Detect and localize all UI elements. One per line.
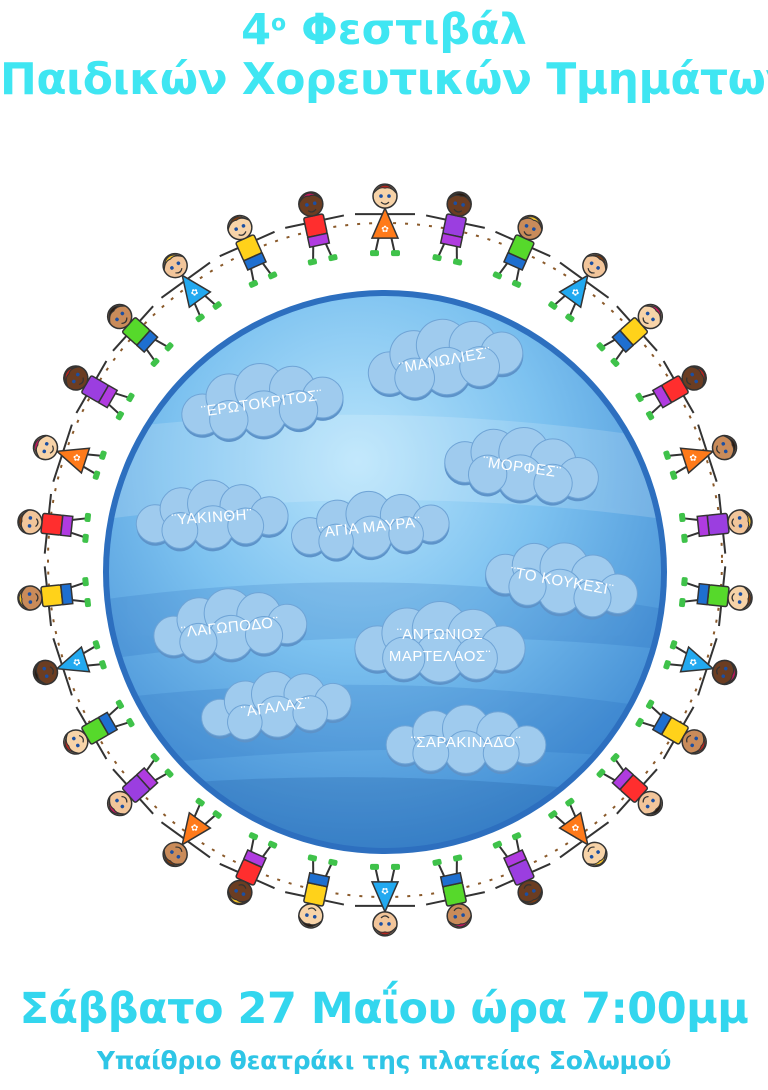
festival-word: Φεστιβάλ xyxy=(301,5,527,55)
child-figure xyxy=(635,699,707,760)
child-figure xyxy=(219,214,278,288)
child-figure xyxy=(284,191,345,266)
group-cloud-yakinthi: ¨ΥΑΚΙΝΘΗ¨ xyxy=(135,479,289,552)
child-figure: ✿ xyxy=(160,252,222,323)
child-figure xyxy=(425,191,486,266)
child-figure xyxy=(63,360,135,421)
child-figure: ✿ xyxy=(355,863,415,937)
child-figure xyxy=(492,214,551,288)
child-figure xyxy=(596,303,664,367)
child-figure xyxy=(596,753,664,817)
group-cloud-lagopodo: ¨ΛΑΓΩΠΟΔΟ¨ xyxy=(153,588,308,664)
child-figure xyxy=(219,832,278,906)
festival-title-line2: Παιδικών Χορευτικών Τμημάτων xyxy=(0,54,768,105)
child-figure xyxy=(678,566,753,627)
child-figure xyxy=(492,832,551,906)
child-figure: ✿ xyxy=(548,797,610,868)
group-name: ¨ΑΝΤΩΝΙΟΣ xyxy=(397,626,483,643)
child-figure: ✿ xyxy=(548,252,610,323)
group-cloud-to-koukesi: ¨ΤΟ ΚΟΥΚΕΣΙ¨ xyxy=(485,542,638,620)
festival-illustration: ✿ ✿ ✿ ✿ ✿ ✿ ✿ ✿ ✿ ✿ ¨ΜΑΝΩΛΙΕΣ¨ ¨ΕΡΩΤΟΚΡΙΤΟΣ¨ ¨ΜΟΡΦΕ… xyxy=(17,183,753,937)
edition-ordinal: ο xyxy=(271,11,287,36)
festival-title-line1: 4ο Φεστιβάλ xyxy=(0,4,768,56)
child-figure xyxy=(63,699,135,760)
group-cloud-erotokritos: ¨ΕΡΩΤΟΚΡΙΤΟΣ¨ xyxy=(181,363,344,442)
child-figure: ✿ xyxy=(355,183,415,257)
children-ring: ✿ ✿ ✿ ✿ ✿ ✿ ✿ ✿ ✿ ✿ xyxy=(17,183,753,937)
svg-text:✿: ✿ xyxy=(686,453,698,464)
child-figure xyxy=(17,566,92,627)
svg-text:✿: ✿ xyxy=(72,453,84,464)
child-figure: ✿ xyxy=(32,638,107,696)
group-cloud-morfes: ¨ΜΟΡΦΕΣ¨ xyxy=(444,427,599,506)
group-cloud-agalas: ¨ΑΓΑΛΑΣ¨ xyxy=(201,670,352,743)
child-figure xyxy=(106,303,174,367)
event-datetime: Σάββατο 27 Μαΐου ώρα 7:00μμ xyxy=(19,984,749,1034)
group-cloud-agia-mavra: ¨ΑΓΙΑ ΜΑΥΡΑ¨ xyxy=(290,490,450,562)
child-figure xyxy=(17,493,92,554)
child-figure: ✿ xyxy=(663,638,738,696)
child-figure xyxy=(678,493,753,554)
group-name: ¨ΣΑΡΑΚΙΝΑΔΟ¨ xyxy=(411,734,522,751)
dance-group-clouds: ¨ΜΑΝΩΛΙΕΣ¨ ¨ΕΡΩΤΟΚΡΙΤΟΣ¨ ¨ΜΟΡΦΕΣ¨ ¨ΥΑΚΙΝΘΗ¨… xyxy=(135,318,638,777)
group-cloud-manolies: ¨ΜΑΝΩΛΙΕΣ¨ xyxy=(367,318,524,401)
child-figure xyxy=(284,854,345,929)
edition-number: 4 xyxy=(241,5,272,55)
group-name: ΜΑΡΤΕΛΑΟΣ¨ xyxy=(389,648,491,665)
child-figure: ✿ xyxy=(160,797,222,868)
svg-text:✿: ✿ xyxy=(381,225,389,235)
svg-text:✿: ✿ xyxy=(381,885,389,895)
event-venue: Υπαίθριο θεατράκι της πλατείας Σολωμού xyxy=(96,1046,672,1075)
svg-text:✿: ✿ xyxy=(72,656,84,667)
group-cloud-antonios-martelaos: ¨ΑΝΤΩΝΙΟΣ ΜΑΡΤΕΛΑΟΣ¨ xyxy=(354,600,526,685)
group-name: ¨ΥΑΚΙΝΘΗ¨ xyxy=(171,506,253,529)
group-cloud-sarakinado: ¨ΣΑΡΑΚΙΝΑΔΟ¨ xyxy=(385,704,547,777)
child-figure: ✿ xyxy=(32,424,107,482)
child-figure xyxy=(635,360,707,421)
child-figure xyxy=(106,753,174,817)
child-figure xyxy=(425,854,486,929)
svg-text:✿: ✿ xyxy=(686,657,698,668)
child-figure: ✿ xyxy=(663,424,738,482)
